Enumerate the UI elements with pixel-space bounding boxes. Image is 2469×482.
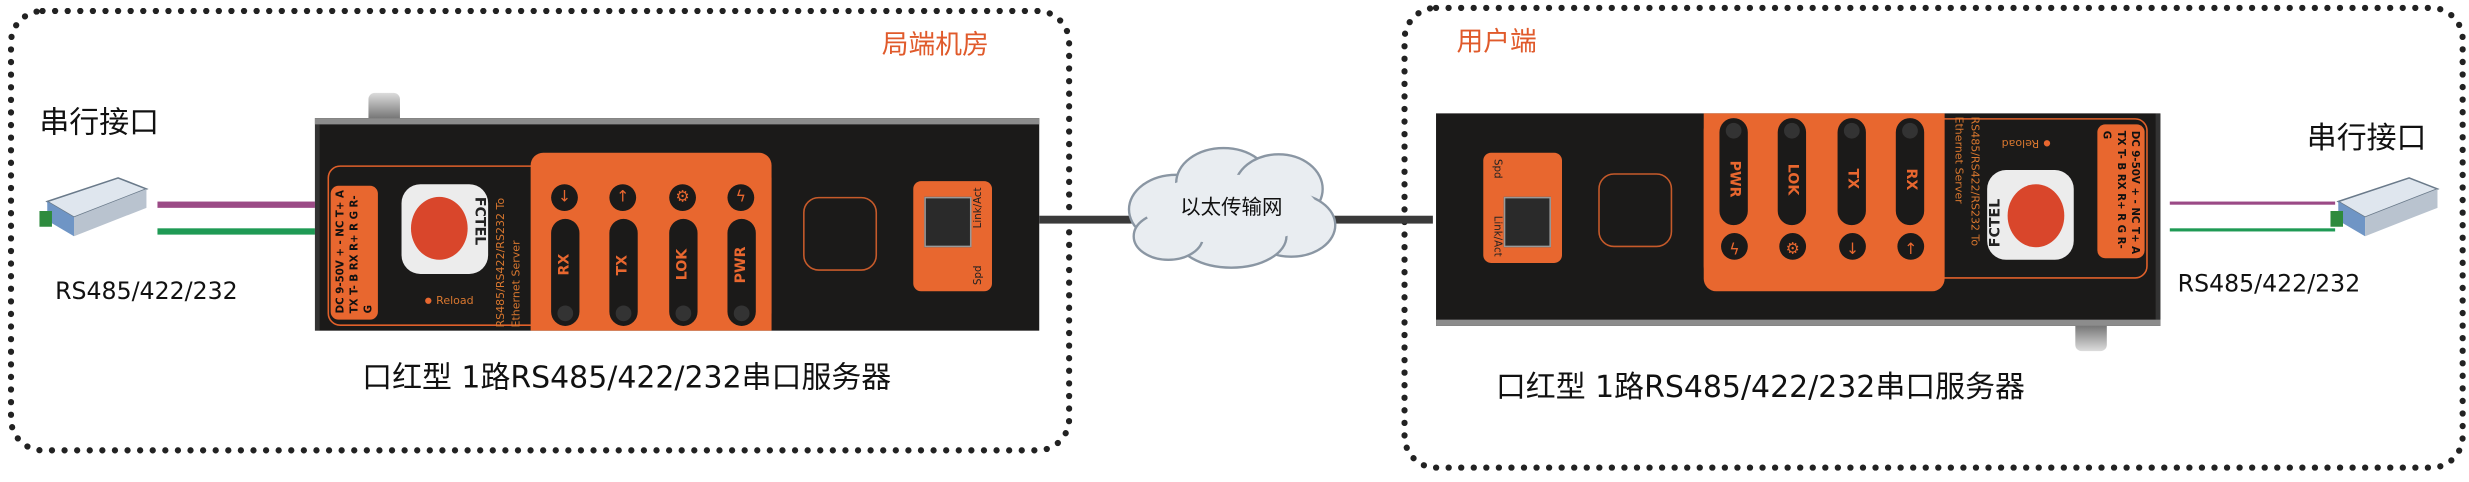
brand-logo: FCTEL [401, 184, 489, 274]
left-serial-converter-icon [39, 177, 149, 237]
central-office-title: 局端机房 [881, 29, 989, 62]
central-office-zone [7, 7, 1073, 454]
led-pwr: PWR [727, 218, 756, 326]
left-serial-port-label: 串行接口 [39, 105, 160, 141]
left-cable-green [157, 228, 315, 235]
cloud-icon [1127, 146, 1337, 269]
user-side-title: 用户端 [1456, 26, 1537, 59]
terminal-labels: DC 9-50V + - NC T+ A TX T- B RX R+ R G R… [2100, 130, 2142, 255]
reload-button[interactable]: Reload [425, 294, 474, 307]
led-rx: RX [1895, 118, 1925, 226]
right-cable-purple [2169, 201, 2336, 205]
right-serial-server-device: DC 9-50V + - NC T+ A TX T- B RX R+ R G R… [1436, 113, 2161, 352]
terminal-labels: DC 9-50V + - NC T+ A TX T- B RX R+ R G R… [333, 190, 375, 314]
left-cable-purple [157, 201, 315, 208]
right-serial-port-label: 串行接口 [2306, 121, 2427, 156]
tx-arrow-icon: ↑ [1839, 233, 1866, 260]
led-panel: ↓ ↑ ⚙ ϟ RX TX LOK PWR [530, 152, 772, 331]
led-rx: RX [551, 218, 580, 326]
right-interface-label: RS485/422/232 [2177, 269, 2361, 298]
led-lok: LOK [669, 218, 698, 326]
screw-icon [2075, 325, 2107, 352]
terminal-block [330, 185, 378, 320]
rx-arrow-icon: ↓ [1897, 233, 1925, 260]
user-side-zone [1401, 4, 2466, 471]
left-interface-label: RS485/422/232 [55, 277, 238, 306]
brand-logo: FCTEL [1987, 170, 2074, 260]
reload-button[interactable]: Reload [2002, 137, 2051, 150]
led-pwr: PWR [1719, 118, 1748, 226]
right-device-caption: 口红型 1路RS485/422/232串口服务器 [1495, 370, 2025, 405]
rx-arrow-icon: ↓ [551, 184, 578, 211]
led-panel: ↓ ↑ ⚙ ϟ RX TX LOK PWR [1703, 113, 1945, 292]
power-bolt-icon: ϟ [727, 184, 755, 211]
led-tx: TX [609, 218, 638, 326]
screw-icon [368, 92, 400, 119]
network-label: 以太传输网 [1180, 196, 1283, 221]
reset-window [803, 196, 878, 271]
led-lok: LOK [1777, 118, 1807, 226]
led-tx: TX [1837, 118, 1866, 226]
right-cable-green [2169, 228, 2336, 232]
power-bolt-icon: ϟ [1721, 233, 1748, 260]
tx-arrow-icon: ↑ [609, 184, 637, 211]
gear-icon: ⚙ [669, 184, 696, 211]
gear-icon: ⚙ [1779, 233, 1807, 260]
right-serial-converter-icon [2330, 177, 2440, 237]
left-serial-server-device: DC 9-50V + - NC T+ A TX T- B RX R+ R G R… [314, 92, 1040, 331]
reset-window [1598, 173, 1673, 248]
left-device-caption: 口红型 1路RS485/422/232串口服务器 [362, 360, 892, 396]
